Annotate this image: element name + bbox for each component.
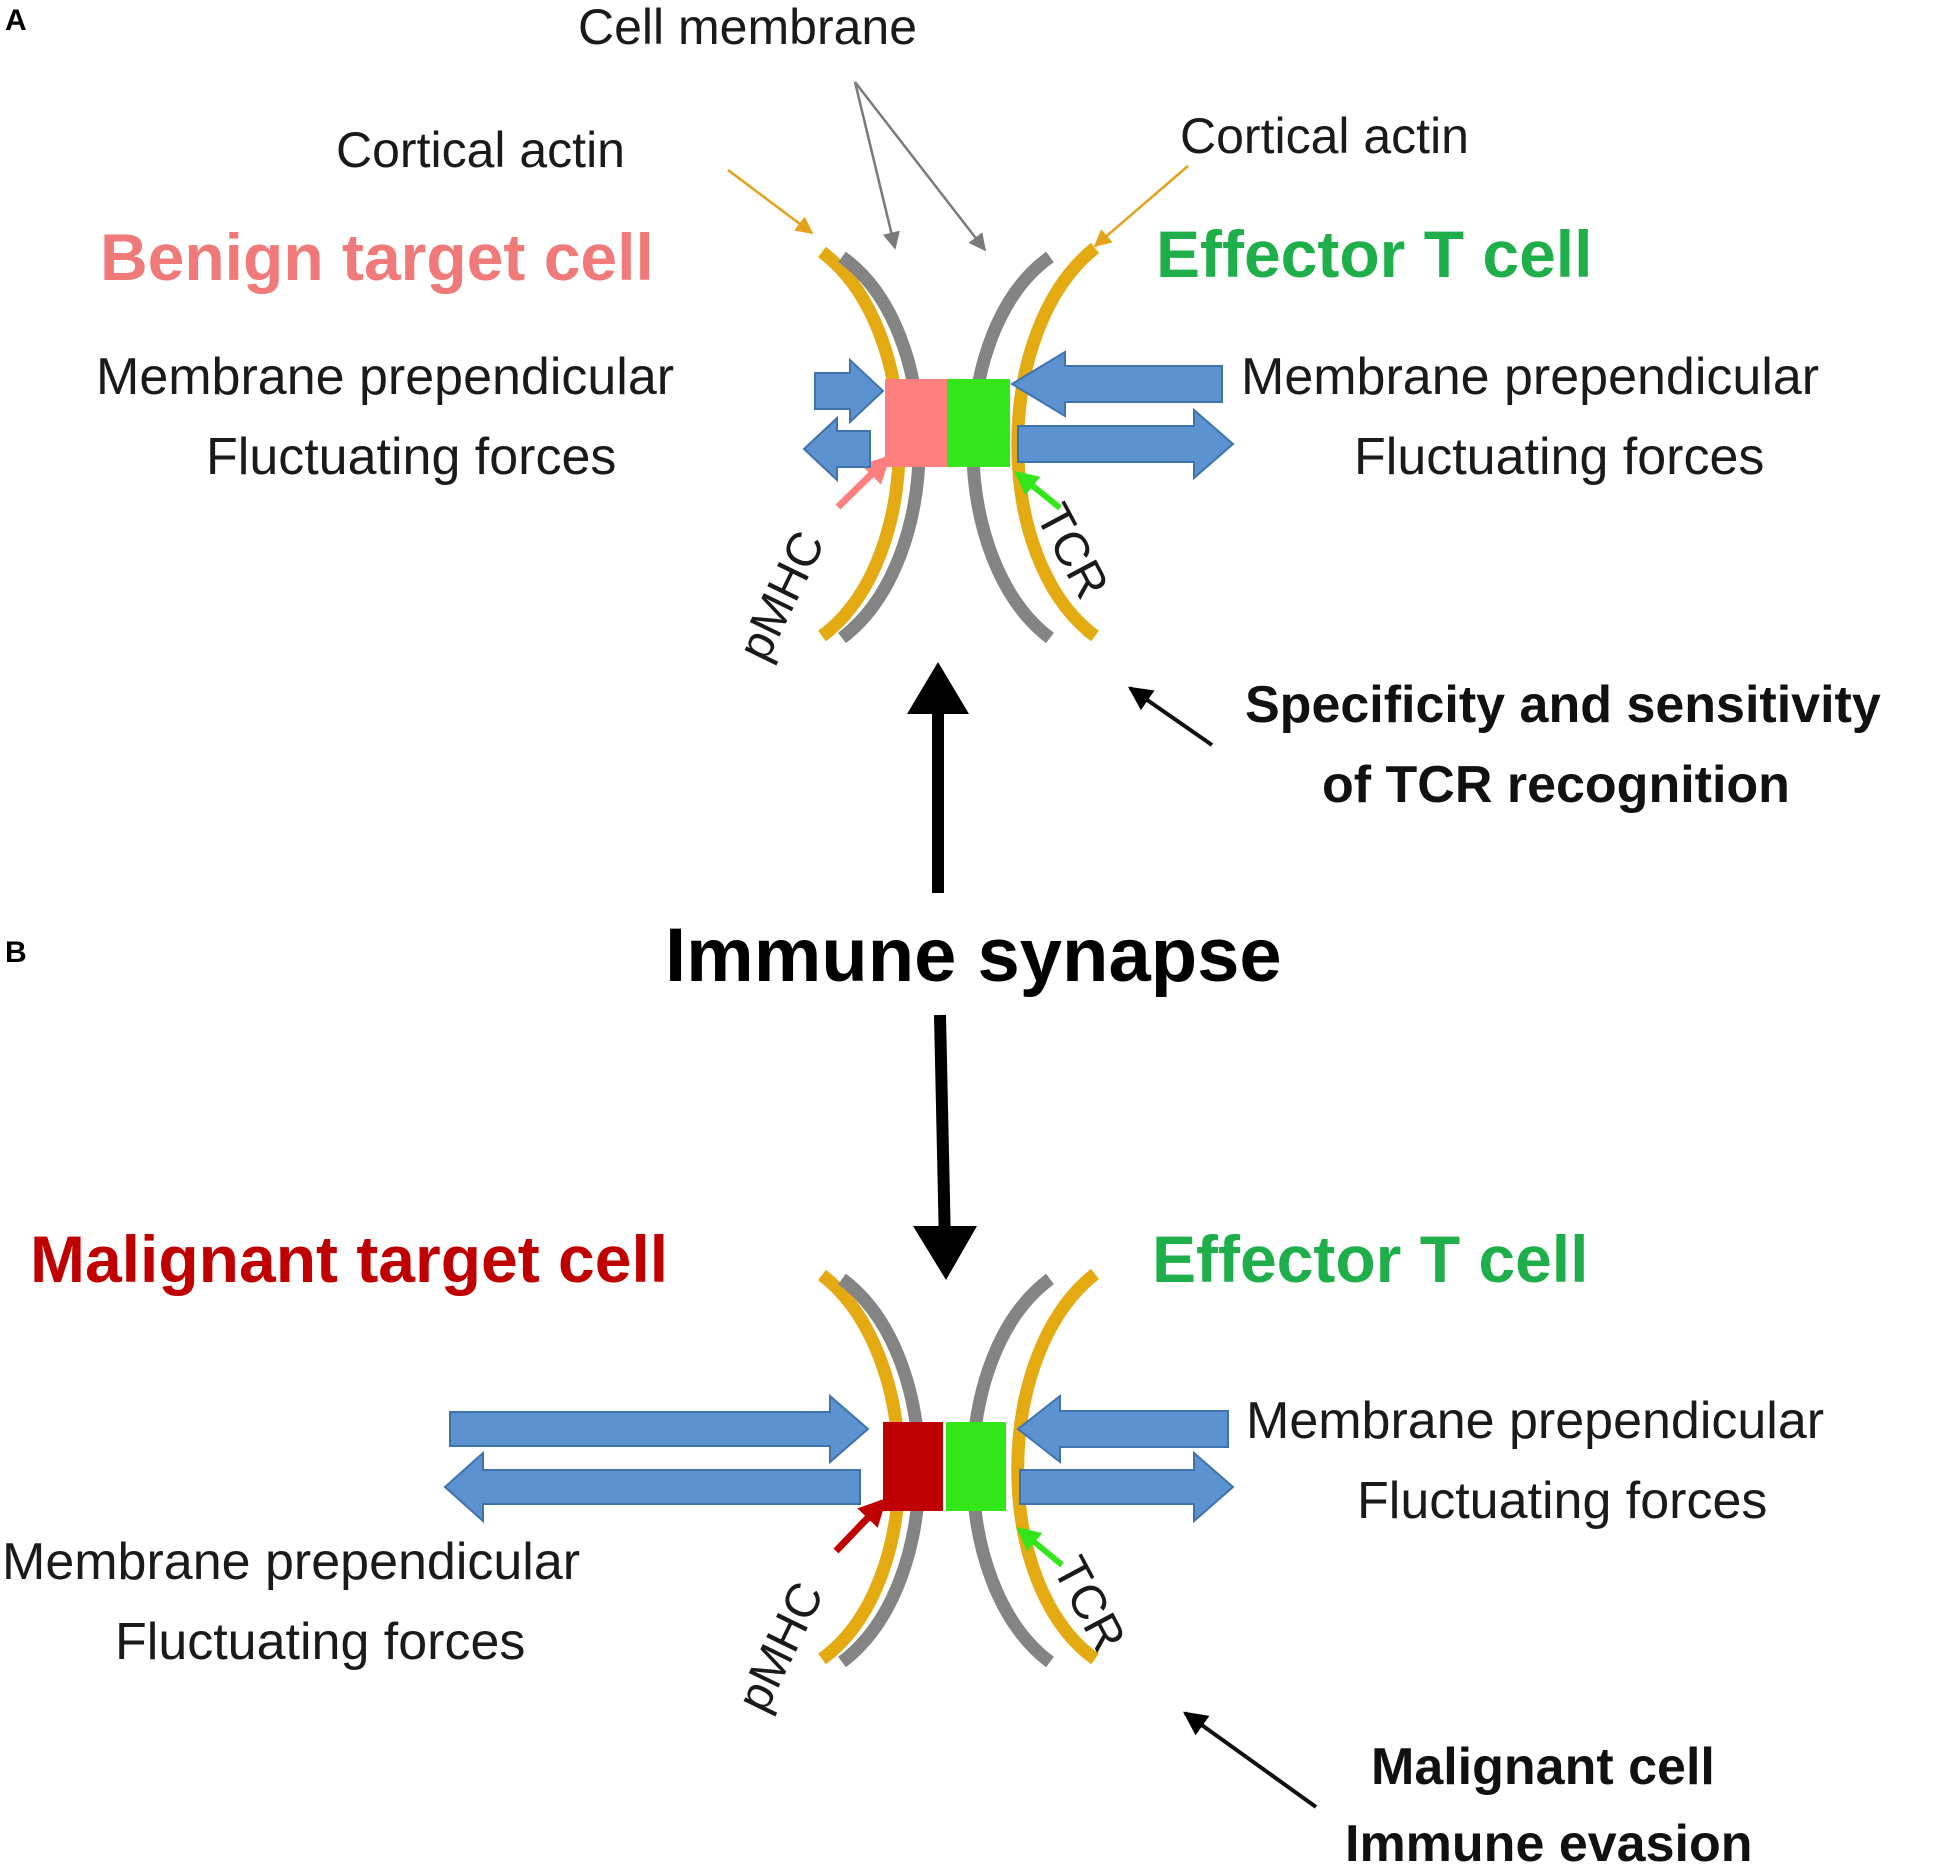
actin-pointer-left [727, 169, 814, 235]
force-label-top-left-line2: Fluctuating forces [206, 428, 616, 486]
force-arrow-top-right-in [1010, 350, 1223, 418]
panel-label-b: B [5, 936, 27, 969]
tcr-pointer-top [1014, 470, 1062, 511]
force-arrows-top [802, 350, 1235, 483]
specificity-note-line2: of TCR recognition [1322, 756, 1790, 814]
membrane-pointer-left [853, 81, 900, 250]
evasion-note-line1: Malignant cell [1371, 1738, 1715, 1796]
pmhc-pointer-top [835, 455, 892, 510]
tcr-block-bottom [946, 1422, 1006, 1511]
force-arrow-top-right-out [1017, 407, 1235, 481]
actin-pointer-right [1093, 165, 1189, 248]
top-label-pointers [727, 81, 1189, 252]
pmhc-block-benign [885, 379, 947, 467]
tcr-label-bottom: TCR [1042, 1548, 1135, 1660]
membrane-pointer-right [854, 81, 987, 252]
immune-synapse-label: Immune synapse [665, 913, 1282, 998]
force-label-bottom-left-line2: Fluctuating forces [115, 1613, 525, 1671]
force-label-bottom-right-line1: Membrane prependicular [1246, 1392, 1824, 1450]
panel-label-a: A [5, 4, 27, 37]
tcr-block-top [947, 379, 1010, 467]
force-arrow-bottom-right-in [1016, 1393, 1229, 1465]
pmhc-label-top: pMHC [728, 523, 835, 668]
force-label-bottom-right-line2: Fluctuating forces [1357, 1472, 1767, 1530]
pmhc-pointer-bottom [833, 1497, 887, 1554]
synapse-arrow-down-head [913, 1226, 977, 1280]
force-label-top-right-line1: Membrane prependicular [1241, 348, 1819, 406]
force-arrow-bottom-right-out [1019, 1450, 1235, 1524]
effector-t-cell-title-top: Effector T cell [1156, 217, 1592, 291]
evasion-note-line2: Immune evasion [1345, 1815, 1752, 1864]
cell-membrane-label: Cell membrane [578, 0, 917, 55]
synapse-arrow-up-head [907, 662, 969, 714]
cortical-actin-right-label: Cortical actin [1180, 108, 1469, 164]
pmhc-block-malignant [883, 1422, 943, 1511]
force-arrows-bottom [443, 1393, 1235, 1524]
force-label-top-right-line2: Fluctuating forces [1354, 428, 1764, 486]
effector-cortical-actin-bottom [1011, 1268, 1100, 1665]
benign-target-cell-title: Benign target cell [100, 220, 654, 294]
evasion-pointer [1183, 1711, 1318, 1809]
force-arrow-bottom-left-in [449, 1393, 870, 1465]
synapse-arrow-down-shaft [934, 1014, 951, 1246]
force-arrow-bottom-left-out [443, 1450, 861, 1524]
specificity-pointer [1128, 686, 1214, 747]
tcr-pointer-bottom [1016, 1526, 1064, 1568]
force-arrow-top-left-in [814, 357, 885, 425]
specificity-note-line1: Specificity and sensitivity [1245, 676, 1881, 734]
force-label-top-left-line1: Membrane prependicular [96, 348, 674, 406]
malignant-target-cell-title: Malignant target cell [30, 1222, 668, 1296]
pmhc-label-bottom: pMHC [727, 1574, 834, 1719]
force-arrow-top-left-out [802, 415, 871, 483]
force-label-bottom-left-line1: Membrane prependicular [2, 1533, 580, 1591]
cortical-actin-left-label: Cortical actin [336, 122, 625, 178]
effector-t-cell-title-bottom: Effector T cell [1152, 1222, 1588, 1296]
